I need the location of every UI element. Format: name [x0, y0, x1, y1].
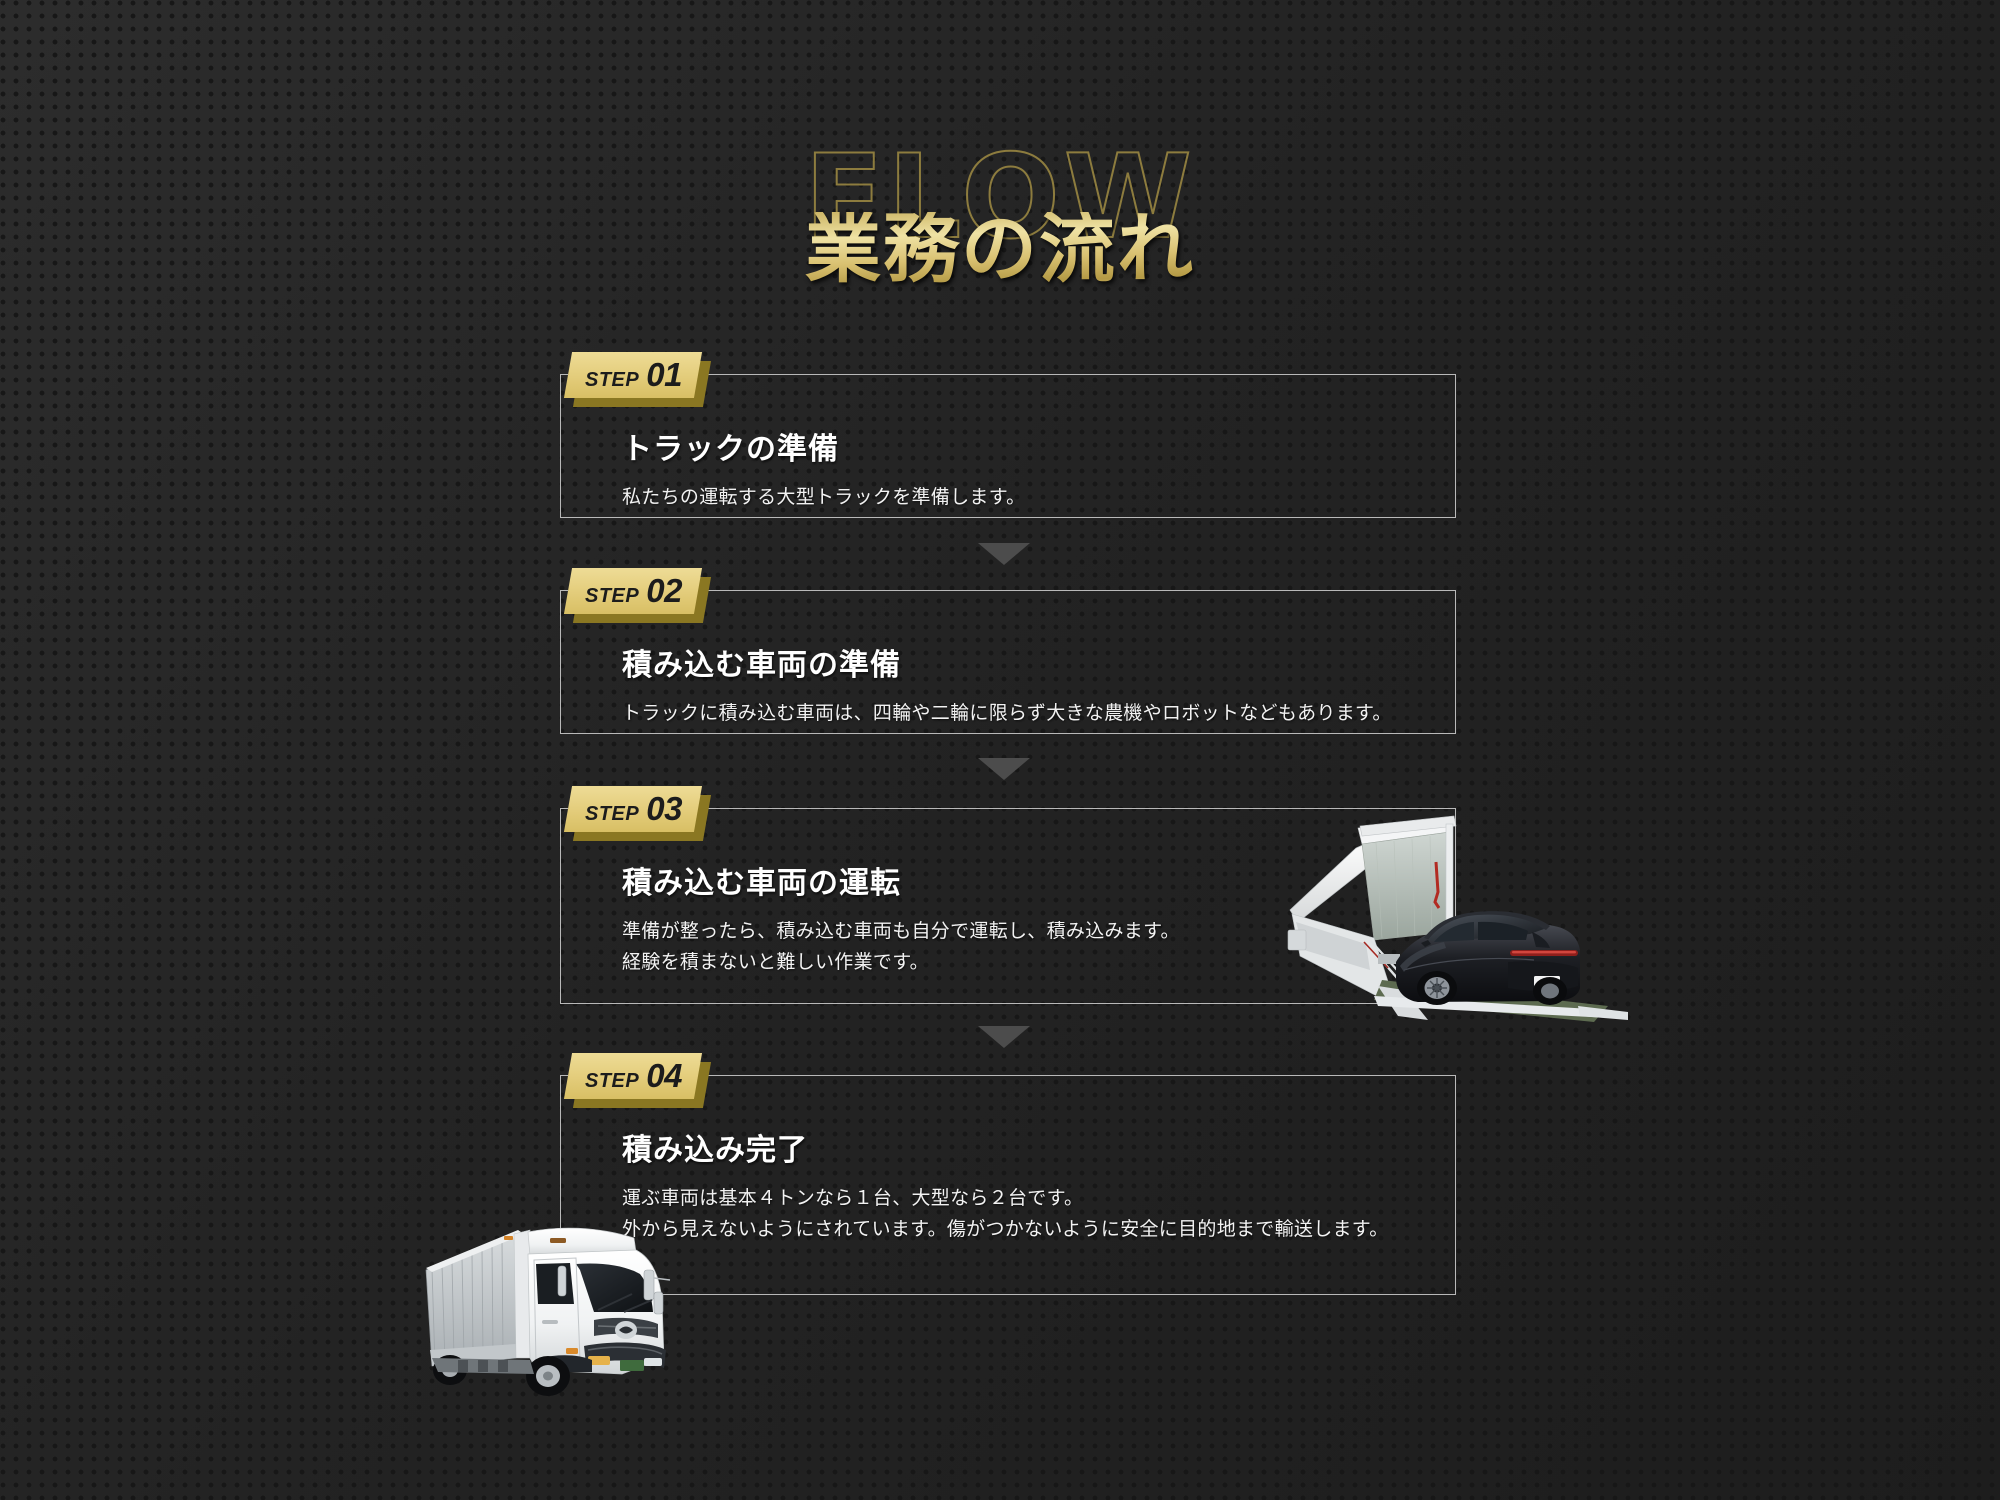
step-badge-word: STEP [584, 1070, 639, 1092]
step-desc-04-line-2: 外から見えないようにされています。傷がつかないように安全に目的地まで輸送します。 [622, 1219, 1389, 1241]
step-badge-number: 01 [645, 356, 682, 393]
step-box-02 [560, 590, 1456, 734]
step-box-topline-right [708, 590, 1456, 591]
step-box-04 [560, 1075, 1456, 1295]
step-title-01: トラックの準備 [622, 433, 839, 466]
step-badge-number: 03 [645, 790, 682, 827]
white-box-truck-photo [425, 1227, 671, 1396]
step-box-topline-left [560, 1075, 568, 1076]
step-desc-04-line-1: 運ぶ車両は基本４トンなら１台、大型なら２台です。 [622, 1188, 1084, 1209]
step-desc-03-line-1: 準備が整ったら、積み込む車両も自分で運転し、積み込みます。 [622, 921, 1180, 942]
triangle-down-icon-3 [978, 1026, 1030, 1048]
step-desc-02-line-1: トラックに積み込む車両は、四輪や二輪に限らず大きな農機やロボットなどもあります。 [622, 703, 1392, 724]
step-badge-word: STEP [584, 369, 639, 391]
step-box-topline-right [708, 374, 1456, 375]
step-badge-02[interactable]: STEP 02 [563, 568, 712, 623]
step-box-topline-left [560, 590, 568, 591]
step-box-topline-left [560, 374, 568, 375]
step-box-topline-right [708, 1075, 1456, 1076]
triangle-down-icon-1 [978, 543, 1030, 565]
step-desc-03-line-2: 経験を積まないと難しい作業です。 [622, 952, 929, 974]
step-title-03: 積み込む車両の運転 [622, 867, 901, 900]
step-badge-03[interactable]: STEP 03 [563, 786, 712, 841]
page-title: 業務の流れ [0, 212, 2000, 288]
page-title-block: FLOW 業務の流れ [0, 130, 2000, 320]
step-box-topline-left [560, 808, 568, 809]
step-badge-04[interactable]: STEP 04 [563, 1053, 712, 1108]
step-box-01 [560, 374, 1456, 518]
step-badge-number: 04 [645, 1057, 682, 1094]
step-title-04: 積み込み完了 [622, 1134, 808, 1167]
step-title-02: 積み込む車両の準備 [622, 649, 901, 682]
flow-outline-text: FLOW [803, 130, 1196, 265]
step-badge-word: STEP [584, 585, 639, 607]
step-box-03 [560, 808, 1456, 1004]
car-carrier-truck-photo [1287, 815, 1628, 1022]
step-badge-number: 02 [645, 572, 682, 609]
step-box-topline-right [708, 808, 1456, 809]
step-badge-word: STEP [584, 803, 639, 825]
step-desc-01-line-1: 私たちの運転する大型トラックを準備します。 [622, 487, 1026, 508]
triangle-down-icon-2 [978, 758, 1030, 780]
step-badge-01[interactable]: STEP 01 [563, 352, 712, 407]
